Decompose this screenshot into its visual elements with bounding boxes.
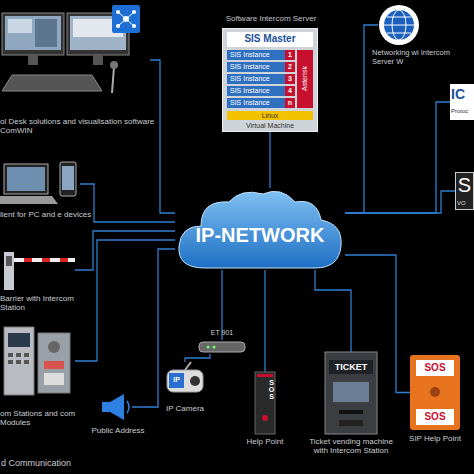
network-label: IP-NETWORK bbox=[175, 194, 345, 276]
server-heading: Software Intercom Server bbox=[203, 14, 339, 23]
control-desk: ol Desk solutions and visualisation soft… bbox=[0, 5, 150, 115]
instance-number: 2 bbox=[285, 62, 295, 72]
network-link bbox=[345, 191, 455, 213]
protocol-badge: IC Protoc bbox=[450, 84, 474, 120]
instance-bar: SIS Instance 3 bbox=[227, 74, 295, 84]
server-network-globe-art bbox=[378, 4, 420, 46]
sos-label: SOS bbox=[416, 362, 454, 374]
device-caption: Barrier with Intercom Station bbox=[0, 294, 100, 312]
device-caption: SIP Help Point bbox=[404, 434, 466, 443]
device-caption: ol Desk solutions and visualisation soft… bbox=[0, 117, 170, 135]
network-link bbox=[185, 354, 210, 362]
asterisk-label: Asterisk bbox=[297, 50, 313, 108]
instance-label: SIS Instance bbox=[230, 75, 270, 83]
device-caption: IP Camera bbox=[155, 404, 215, 413]
camera-device: IPIP Camera bbox=[165, 362, 205, 400]
server-network-globe: Networking wi Intercom Server W bbox=[378, 4, 420, 46]
barrier-device-art bbox=[0, 250, 75, 290]
vm-label: Virtual Machine bbox=[223, 122, 317, 130]
device-caption: Help Point bbox=[235, 437, 295, 446]
router-device-art bbox=[198, 340, 246, 354]
instance-bar: SIS Instance 1 bbox=[227, 50, 295, 60]
badge-caption: Protoc bbox=[451, 108, 468, 115]
badge-letters: IC bbox=[451, 86, 465, 102]
instance-label: SIS Instance bbox=[230, 51, 270, 59]
network-link bbox=[315, 270, 351, 352]
device-caption: lient for PC and e devices bbox=[0, 210, 110, 219]
help-point: SOSHelp Point bbox=[255, 372, 275, 434]
instance-bar: SIS Instance 4 bbox=[227, 86, 295, 96]
camera-device-art bbox=[165, 362, 205, 400]
sip-help-point: SOSSOSSIP Help Point bbox=[410, 355, 460, 430]
badge-letters: S bbox=[456, 174, 473, 197]
network-link bbox=[75, 240, 175, 361]
barrier-device: Barrier with Intercom Station bbox=[0, 250, 75, 290]
network-link bbox=[264, 270, 265, 372]
section-caption: d Communication bbox=[1, 458, 71, 468]
network-link bbox=[269, 132, 270, 188]
sos-label: SOS bbox=[255, 379, 275, 400]
router-device: ET 901 bbox=[198, 340, 246, 354]
instance-bar: SIS Instance n bbox=[227, 98, 295, 108]
instance-number: n bbox=[285, 98, 295, 108]
server-box: Software Intercom ServerVirtual MachineS… bbox=[222, 28, 318, 132]
master-label: SIS Master bbox=[227, 33, 313, 45]
network-link bbox=[80, 184, 175, 222]
network-link bbox=[345, 102, 450, 213]
network-link bbox=[75, 231, 175, 270]
intercom-stations-art bbox=[0, 325, 75, 397]
instance-number: 1 bbox=[285, 50, 295, 60]
client-device-art bbox=[0, 160, 80, 208]
instance-label: SIS Instance bbox=[230, 87, 270, 95]
device-caption: Networking wi Intercom Server W bbox=[372, 49, 472, 66]
device-caption: om Stations and com Modules bbox=[0, 409, 100, 427]
speaker-device: Public Address bbox=[100, 392, 132, 422]
master-bar: SIS Master bbox=[227, 32, 313, 47]
ticket-machine: TICKETTicket vending machine with Interc… bbox=[325, 352, 377, 434]
voip-badge: S VO bbox=[455, 172, 474, 210]
badge-caption: VO bbox=[457, 200, 466, 207]
camera-badge: IP bbox=[169, 376, 184, 384]
device-caption: Ticket vending machine with Intercom Sta… bbox=[309, 437, 393, 455]
instance-label: SIS Instance bbox=[230, 63, 270, 71]
network-cloud: IP-NETWORK bbox=[175, 188, 345, 270]
linux-label: Linux bbox=[227, 111, 313, 120]
intercom-stations: om Stations and com Modules bbox=[0, 325, 75, 397]
sos-label: SOS bbox=[416, 411, 454, 423]
control-desk-art bbox=[0, 5, 150, 115]
client-device: lient for PC and e devices bbox=[0, 160, 80, 208]
speaker-device-art bbox=[100, 392, 132, 422]
device-caption: Public Address bbox=[88, 426, 148, 435]
linux-bar: Linux bbox=[227, 111, 313, 120]
asterisk-bar: Asterisk bbox=[297, 50, 313, 108]
instance-number: 3 bbox=[285, 74, 295, 84]
network-link bbox=[150, 60, 175, 213]
instance-label: SIS Instance bbox=[230, 99, 270, 107]
ticket-label: TICKET bbox=[325, 362, 377, 372]
instance-bar: SIS Instance 2 bbox=[227, 62, 295, 72]
instance-number: 4 bbox=[285, 86, 295, 96]
device-caption: ET 901 bbox=[192, 329, 252, 337]
